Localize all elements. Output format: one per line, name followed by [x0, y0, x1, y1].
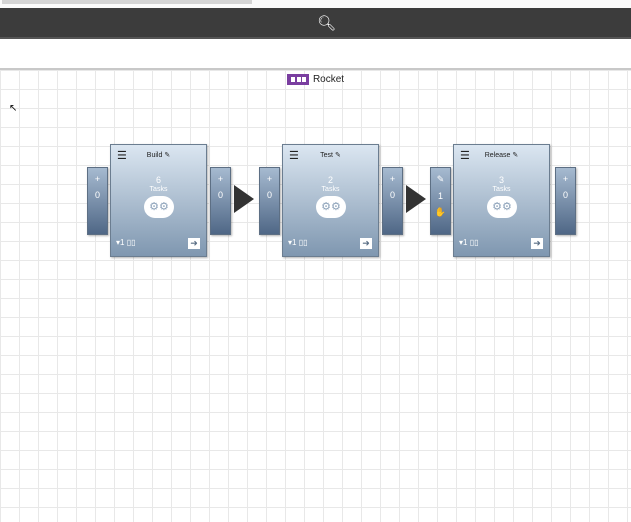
add-gate-icon[interactable]: +	[389, 174, 396, 184]
gate-count: 1	[437, 191, 443, 201]
version-text: ▾1	[116, 238, 125, 247]
gears-icon[interactable]: ⚙⚙	[316, 196, 346, 218]
tasks-label: Tasks	[321, 186, 340, 193]
edit-icon[interactable]: ✎	[334, 152, 341, 159]
task-count: 2	[327, 175, 333, 185]
gears-icon[interactable]: ⚙⚙	[144, 196, 174, 218]
post-gate[interactable]: + 0	[382, 167, 403, 235]
pre-gate[interactable]: + 0	[87, 167, 108, 235]
pipeline-icon	[286, 74, 309, 85]
pipeline-title: Rocket	[0, 74, 631, 85]
pipeline-canvas[interactable]: Rocket ↖ + 0 ☰ Build ✎ 6 Tasks ⚙⚙ ▾1 ▯▯ …	[0, 70, 631, 522]
stage-name[interactable]: Release ✎	[454, 151, 549, 159]
add-gate-icon[interactable]: +	[217, 174, 224, 184]
top-toolbar: 🔍︎	[0, 8, 631, 39]
menu-icon[interactable]: ☰	[117, 150, 127, 162]
version-text: ▾1	[288, 238, 297, 247]
stage-card[interactable]: ☰ Build ✎ 6 Tasks ⚙⚙ ▾1 ▯▯ ➜	[110, 144, 207, 257]
add-gate-icon[interactable]: +	[266, 174, 273, 184]
stage-name-text: Build	[146, 152, 163, 159]
version-text: ▾1	[459, 238, 468, 247]
edit-icon[interactable]: ✎	[164, 152, 171, 159]
enter-stage-icon[interactable]: ➜	[531, 238, 543, 249]
stage-name-text: Test	[320, 152, 333, 159]
add-gate-icon[interactable]: +	[94, 174, 101, 184]
gate-count: 0	[562, 190, 568, 200]
enter-stage-icon[interactable]: ➜	[188, 238, 200, 249]
enter-stage-icon[interactable]: ➜	[360, 238, 372, 249]
mouse-cursor-icon: ↖	[9, 103, 18, 114]
stage-arrow-icon	[234, 185, 254, 213]
gate-count: 0	[389, 190, 395, 200]
post-gate[interactable]: + 0	[555, 167, 576, 235]
version-selector[interactable]: ▾1 ▯▯	[459, 238, 479, 247]
task-count: 6	[155, 175, 161, 185]
gate-count: 0	[266, 190, 272, 200]
compare-icon[interactable]: ▯▯	[469, 238, 479, 247]
tasks-label: Tasks	[492, 186, 511, 193]
sub-toolbar	[0, 39, 631, 70]
stage-name[interactable]: Build ✎	[111, 151, 206, 159]
tasks-label: Tasks	[149, 186, 168, 193]
stage-card[interactable]: ☰ Release ✎ 3 Tasks ⚙⚙ ▾1 ▯▯ ➜	[453, 144, 550, 257]
pre-gate[interactable]: ✎ 1 ✋	[430, 167, 451, 235]
hand-icon[interactable]: ✋	[434, 207, 447, 217]
stage-arrow-icon	[406, 185, 426, 213]
version-selector[interactable]: ▾1 ▯▯	[116, 238, 136, 247]
gate-count: 0	[94, 190, 100, 200]
compare-icon[interactable]: ▯▯	[298, 238, 308, 247]
compare-icon[interactable]: ▯▯	[126, 238, 136, 247]
stage-name-text: Release	[484, 152, 511, 159]
url-text	[2, 0, 252, 4]
version-selector[interactable]: ▾1 ▯▯	[288, 238, 308, 247]
gate-count: 0	[217, 190, 223, 200]
menu-icon[interactable]: ☰	[460, 150, 470, 162]
edit-icon[interactable]: ✎	[512, 152, 519, 159]
gears-icon[interactable]: ⚙⚙	[487, 196, 517, 218]
stage-name[interactable]: Test ✎	[283, 151, 378, 159]
post-gate[interactable]: + 0	[210, 167, 231, 235]
menu-icon[interactable]: ☰	[289, 150, 299, 162]
pipeline-name: Rocket	[312, 74, 345, 86]
stage-card[interactable]: ☰ Test ✎ 2 Tasks ⚙⚙ ▾1 ▯▯ ➜	[282, 144, 379, 257]
pre-gate[interactable]: + 0	[259, 167, 280, 235]
add-gate-icon[interactable]: +	[562, 174, 569, 184]
search-icon[interactable]: 🔍︎	[317, 15, 337, 32]
browser-url-bar[interactable]	[0, 0, 631, 8]
edit-icon[interactable]: ✎	[436, 174, 445, 184]
task-count: 3	[498, 175, 504, 185]
